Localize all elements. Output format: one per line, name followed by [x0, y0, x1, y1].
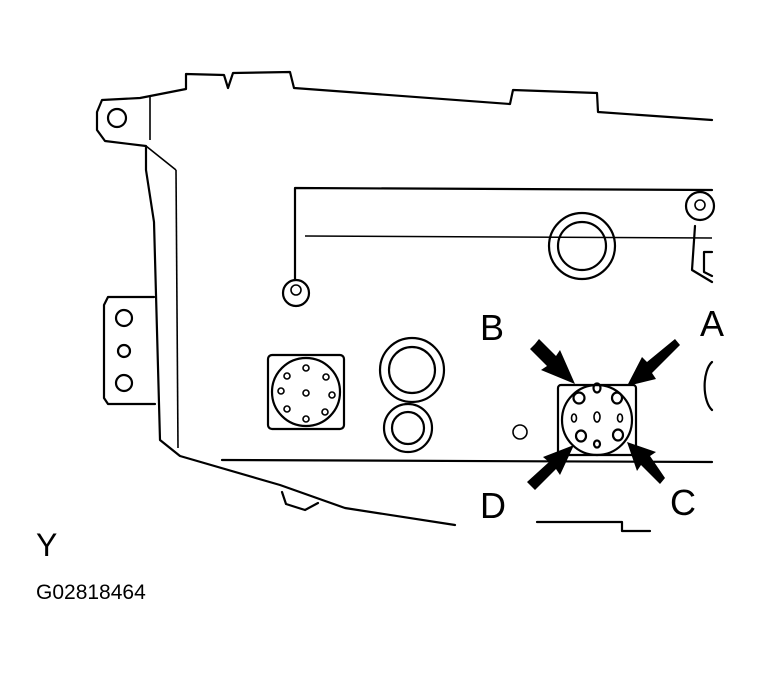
label-d: D [480, 485, 506, 526]
arrow-b [530, 339, 575, 384]
connector-left [266, 353, 346, 431]
view-label: Y [36, 527, 57, 563]
inner-panel [220, 186, 714, 464]
label-c: C [670, 482, 696, 523]
target-connector [556, 382, 638, 457]
label-b: B [480, 307, 504, 348]
grommet-large [547, 211, 617, 281]
label-a: A [700, 303, 724, 344]
arrow-a [627, 339, 680, 386]
figure-code: G02818464 [36, 581, 146, 604]
bracket-hole [114, 308, 134, 328]
grommet-small [382, 402, 434, 454]
arrow-c [627, 442, 665, 484]
mounting-hole-top-left [106, 107, 128, 129]
bracket-hole [114, 373, 134, 393]
small-hole [512, 424, 528, 440]
side-bracket [102, 295, 157, 406]
housing-outline [95, 70, 714, 533]
arrow-d [527, 445, 574, 490]
right-bracket [684, 190, 716, 412]
bracket-hole [116, 343, 132, 359]
grommet-medium [378, 336, 446, 404]
